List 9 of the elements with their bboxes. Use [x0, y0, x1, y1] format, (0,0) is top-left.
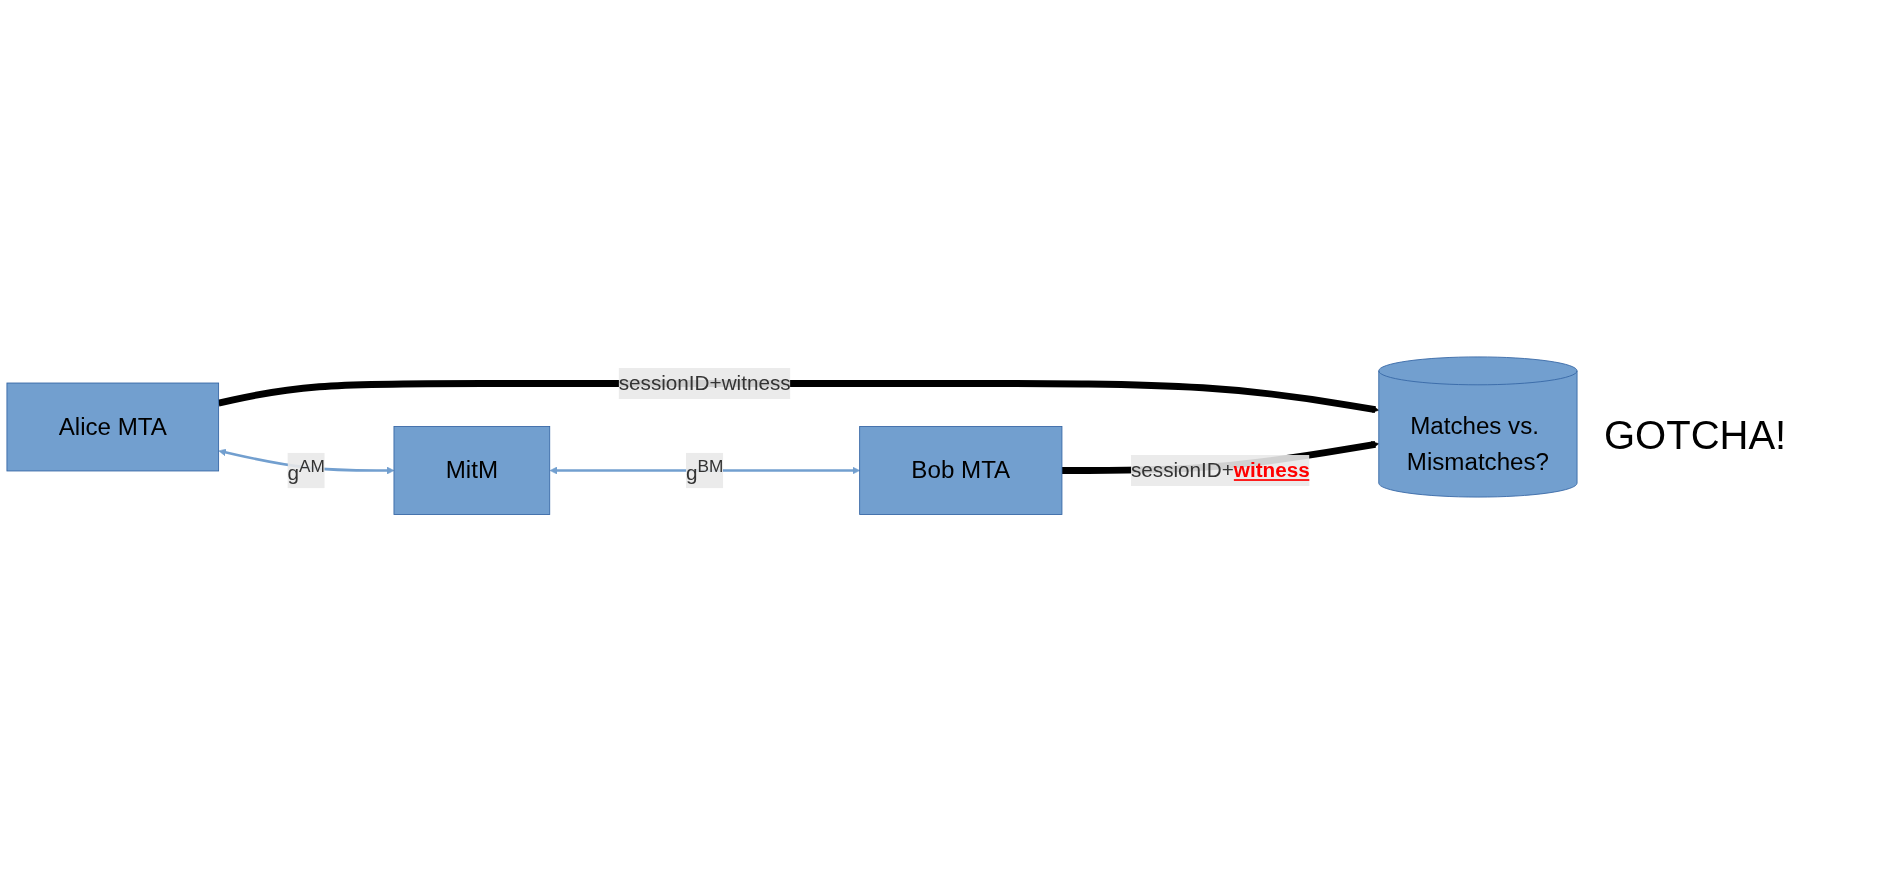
edge-label: sessionID+witness [1130, 458, 1310, 482]
node-box: Bob MTA [859, 425, 1063, 515]
node-box: MitM [393, 425, 551, 515]
edge-label: sessionID+witness [618, 371, 791, 395]
edge-label: g$^{AM}$ [287, 456, 325, 484]
note-text: GOTCHA! [1604, 413, 1788, 458]
node-box: Alice MTA [6, 382, 220, 472]
arrow [549, 466, 860, 475]
edge-label: g$^{BM}$ [685, 456, 724, 484]
